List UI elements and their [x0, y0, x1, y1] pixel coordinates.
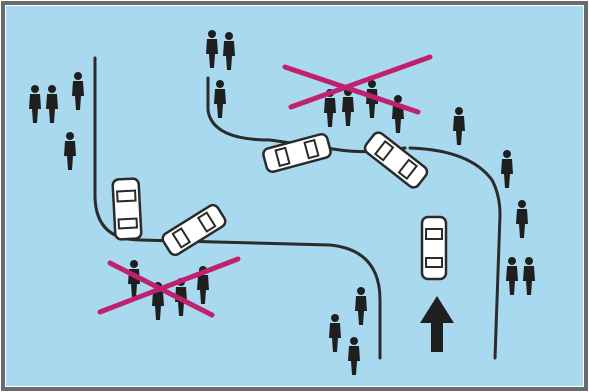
person-icon	[392, 95, 404, 133]
cross-mark-icon	[282, 54, 433, 115]
curb-left	[93, 56, 382, 360]
person-icon	[223, 32, 235, 70]
car-moving-forward	[420, 215, 448, 281]
person-icon	[214, 80, 226, 118]
car-angled-left	[161, 203, 227, 257]
person-icon	[355, 287, 367, 325]
car-angled-top-right	[363, 131, 429, 189]
person-icon	[64, 132, 76, 170]
person-icon	[506, 257, 518, 295]
person-icon	[348, 337, 360, 375]
person-icon	[29, 85, 41, 123]
person-icon	[516, 200, 528, 238]
cross-mark-icon	[97, 256, 241, 318]
person-icon	[206, 30, 218, 68]
car-angled-top-left	[262, 132, 332, 174]
arrow-up-icon	[420, 296, 454, 352]
person-icon	[453, 107, 465, 145]
person-icon	[329, 314, 341, 352]
person-icon	[523, 257, 535, 295]
car-parked-left	[111, 177, 143, 241]
person-icon	[46, 85, 58, 123]
person-icon	[72, 72, 84, 110]
person-icon	[501, 150, 513, 188]
curb-right	[408, 146, 502, 360]
